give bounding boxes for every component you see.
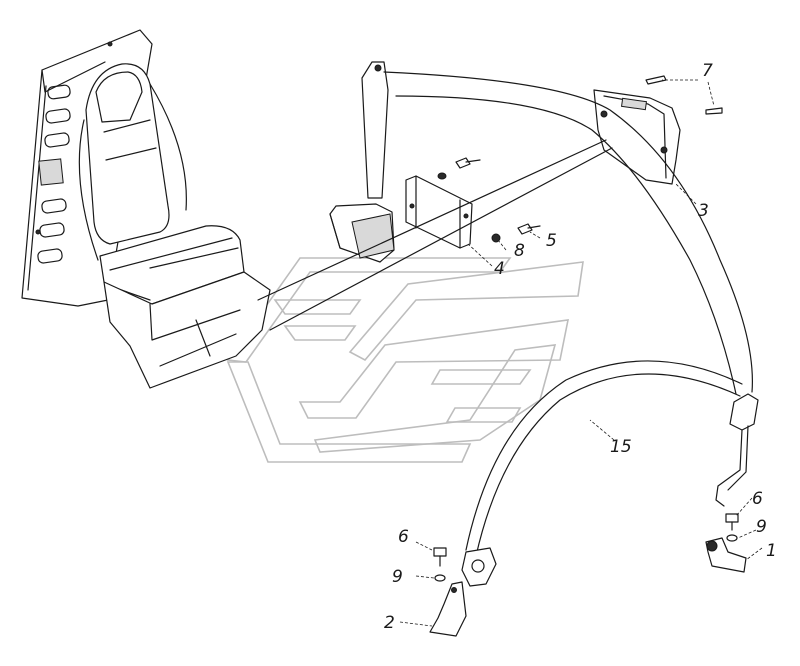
anchor-bracket-left <box>429 581 467 637</box>
callout-labels: 1 2 3 4 5 6 6 7 8 9 9 15 <box>384 61 777 633</box>
callout-2: 2 <box>384 613 395 633</box>
callout-6-left: 6 <box>398 527 409 547</box>
driver-seat <box>78 63 271 389</box>
upper-retractor <box>329 61 395 263</box>
lower-belt-anchor <box>461 547 497 587</box>
leader-lines <box>399 79 763 627</box>
callout-9-left: 9 <box>392 567 403 587</box>
cover-panel <box>593 89 681 185</box>
lower-fasteners <box>433 513 739 582</box>
callout-9-right: 9 <box>756 517 767 537</box>
callout-8: 8 <box>514 241 525 261</box>
callout-3: 3 <box>698 201 709 221</box>
anchor-bracket-right <box>705 537 747 573</box>
callout-5: 5 <box>546 231 557 251</box>
belt-buckle <box>715 393 759 507</box>
callout-15: 15 <box>610 437 632 457</box>
callout-6-right: 6 <box>752 489 763 509</box>
callout-7: 7 <box>702 61 713 81</box>
mounting-bracket <box>405 175 473 249</box>
callout-1: 1 <box>766 541 777 561</box>
watermark-logo <box>226 257 584 463</box>
seat-belt-webbing <box>257 71 753 557</box>
callout-4: 4 <box>494 259 505 279</box>
